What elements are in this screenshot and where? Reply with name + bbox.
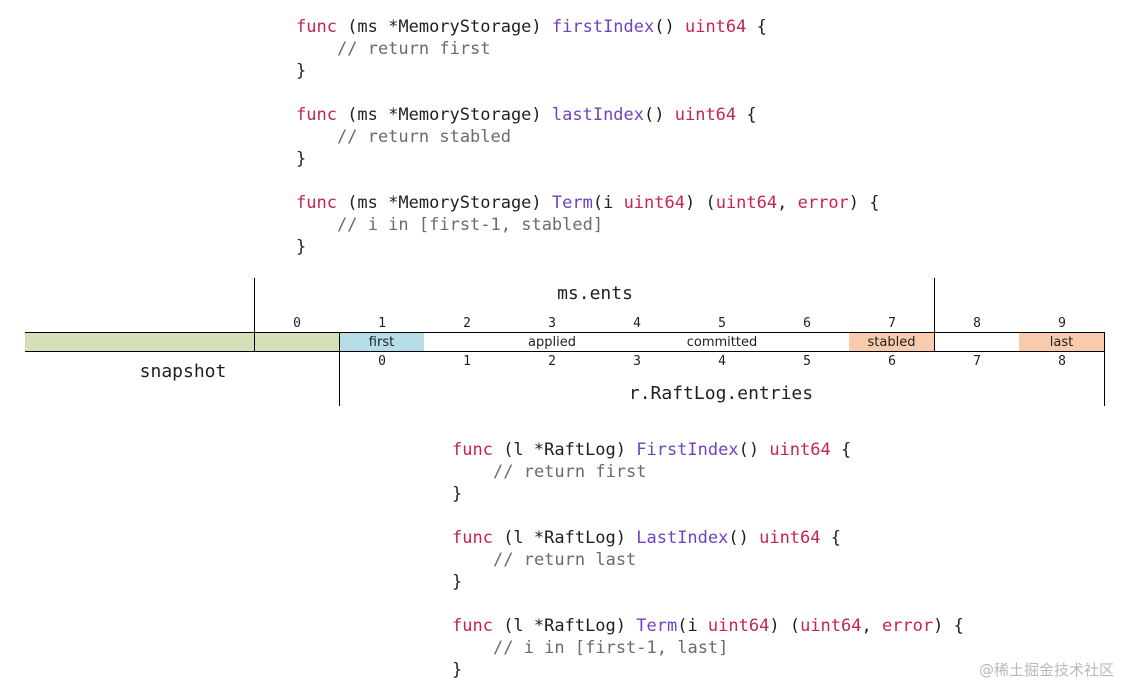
committed-label: committed [686,335,758,350]
raftlog-left-border [339,332,340,406]
first-cell [339,332,424,351]
raftlog-index: 1 [463,354,471,369]
ms-index: 2 [463,316,471,331]
row-top-border [25,332,1105,333]
ms-index: 0 [293,316,301,331]
ms-index: 7 [888,316,896,331]
last-label: last [1049,335,1074,350]
stabled-cell [849,332,934,351]
func-term-raftlog: func (l *RaftLog) Term(i uint64) (uint64… [452,616,964,680]
raftlog-index: 3 [633,354,641,369]
raftlog-entries-title: r.RaftLog.entries [628,383,814,404]
watermark: @稀土掘金技术社区 [978,661,1114,679]
ms-index: 9 [1058,316,1066,331]
ms-index: 3 [548,316,556,331]
ms-index: 4 [633,316,641,331]
ms-ents-left-border [254,278,255,352]
raftlog-index: 2 [548,354,556,369]
func-last-index-raftlog: func (l *RaftLog) LastIndex() uint64 { /… [452,528,841,592]
stabled-divider [934,278,935,352]
func-last-index: func (ms *MemoryStorage) lastIndex() uin… [296,105,757,169]
applied-label: applied [528,335,576,350]
row-right-border [1104,332,1105,406]
raftlog-index: 8 [1058,354,1066,369]
func-first-index: func (ms *MemoryStorage) firstIndex() ui… [296,17,767,81]
raftlog-index: 6 [888,354,896,369]
stabled-label: stabled [867,335,916,350]
last-cell [1019,332,1104,351]
ms-index: 1 [378,316,386,331]
ms-index: 6 [803,316,811,331]
snapshot-cell [25,332,339,351]
snapshot-label: snapshot [139,361,227,382]
raftlog-index: 5 [803,354,811,369]
raftlog-index: 7 [973,354,981,369]
raftlog-index: 4 [718,354,726,369]
code-block-memory-storage: func (ms *MemoryStorage) firstIndex() ui… [296,16,880,258]
func-term: func (ms *MemoryStorage) Term(i uint64) … [296,193,880,257]
first-label: first [368,335,395,350]
ms-ents-title: ms.ents [557,283,633,304]
row-bottom-border [25,351,1105,352]
ms-index: 5 [718,316,726,331]
code-block-raft-log: func (l *RaftLog) FirstIndex() uint64 { … [452,439,964,681]
func-first-index-raftlog: func (l *RaftLog) FirstIndex() uint64 { … [452,440,852,504]
ms-index: 8 [973,316,981,331]
raftlog-index: 0 [378,354,386,369]
